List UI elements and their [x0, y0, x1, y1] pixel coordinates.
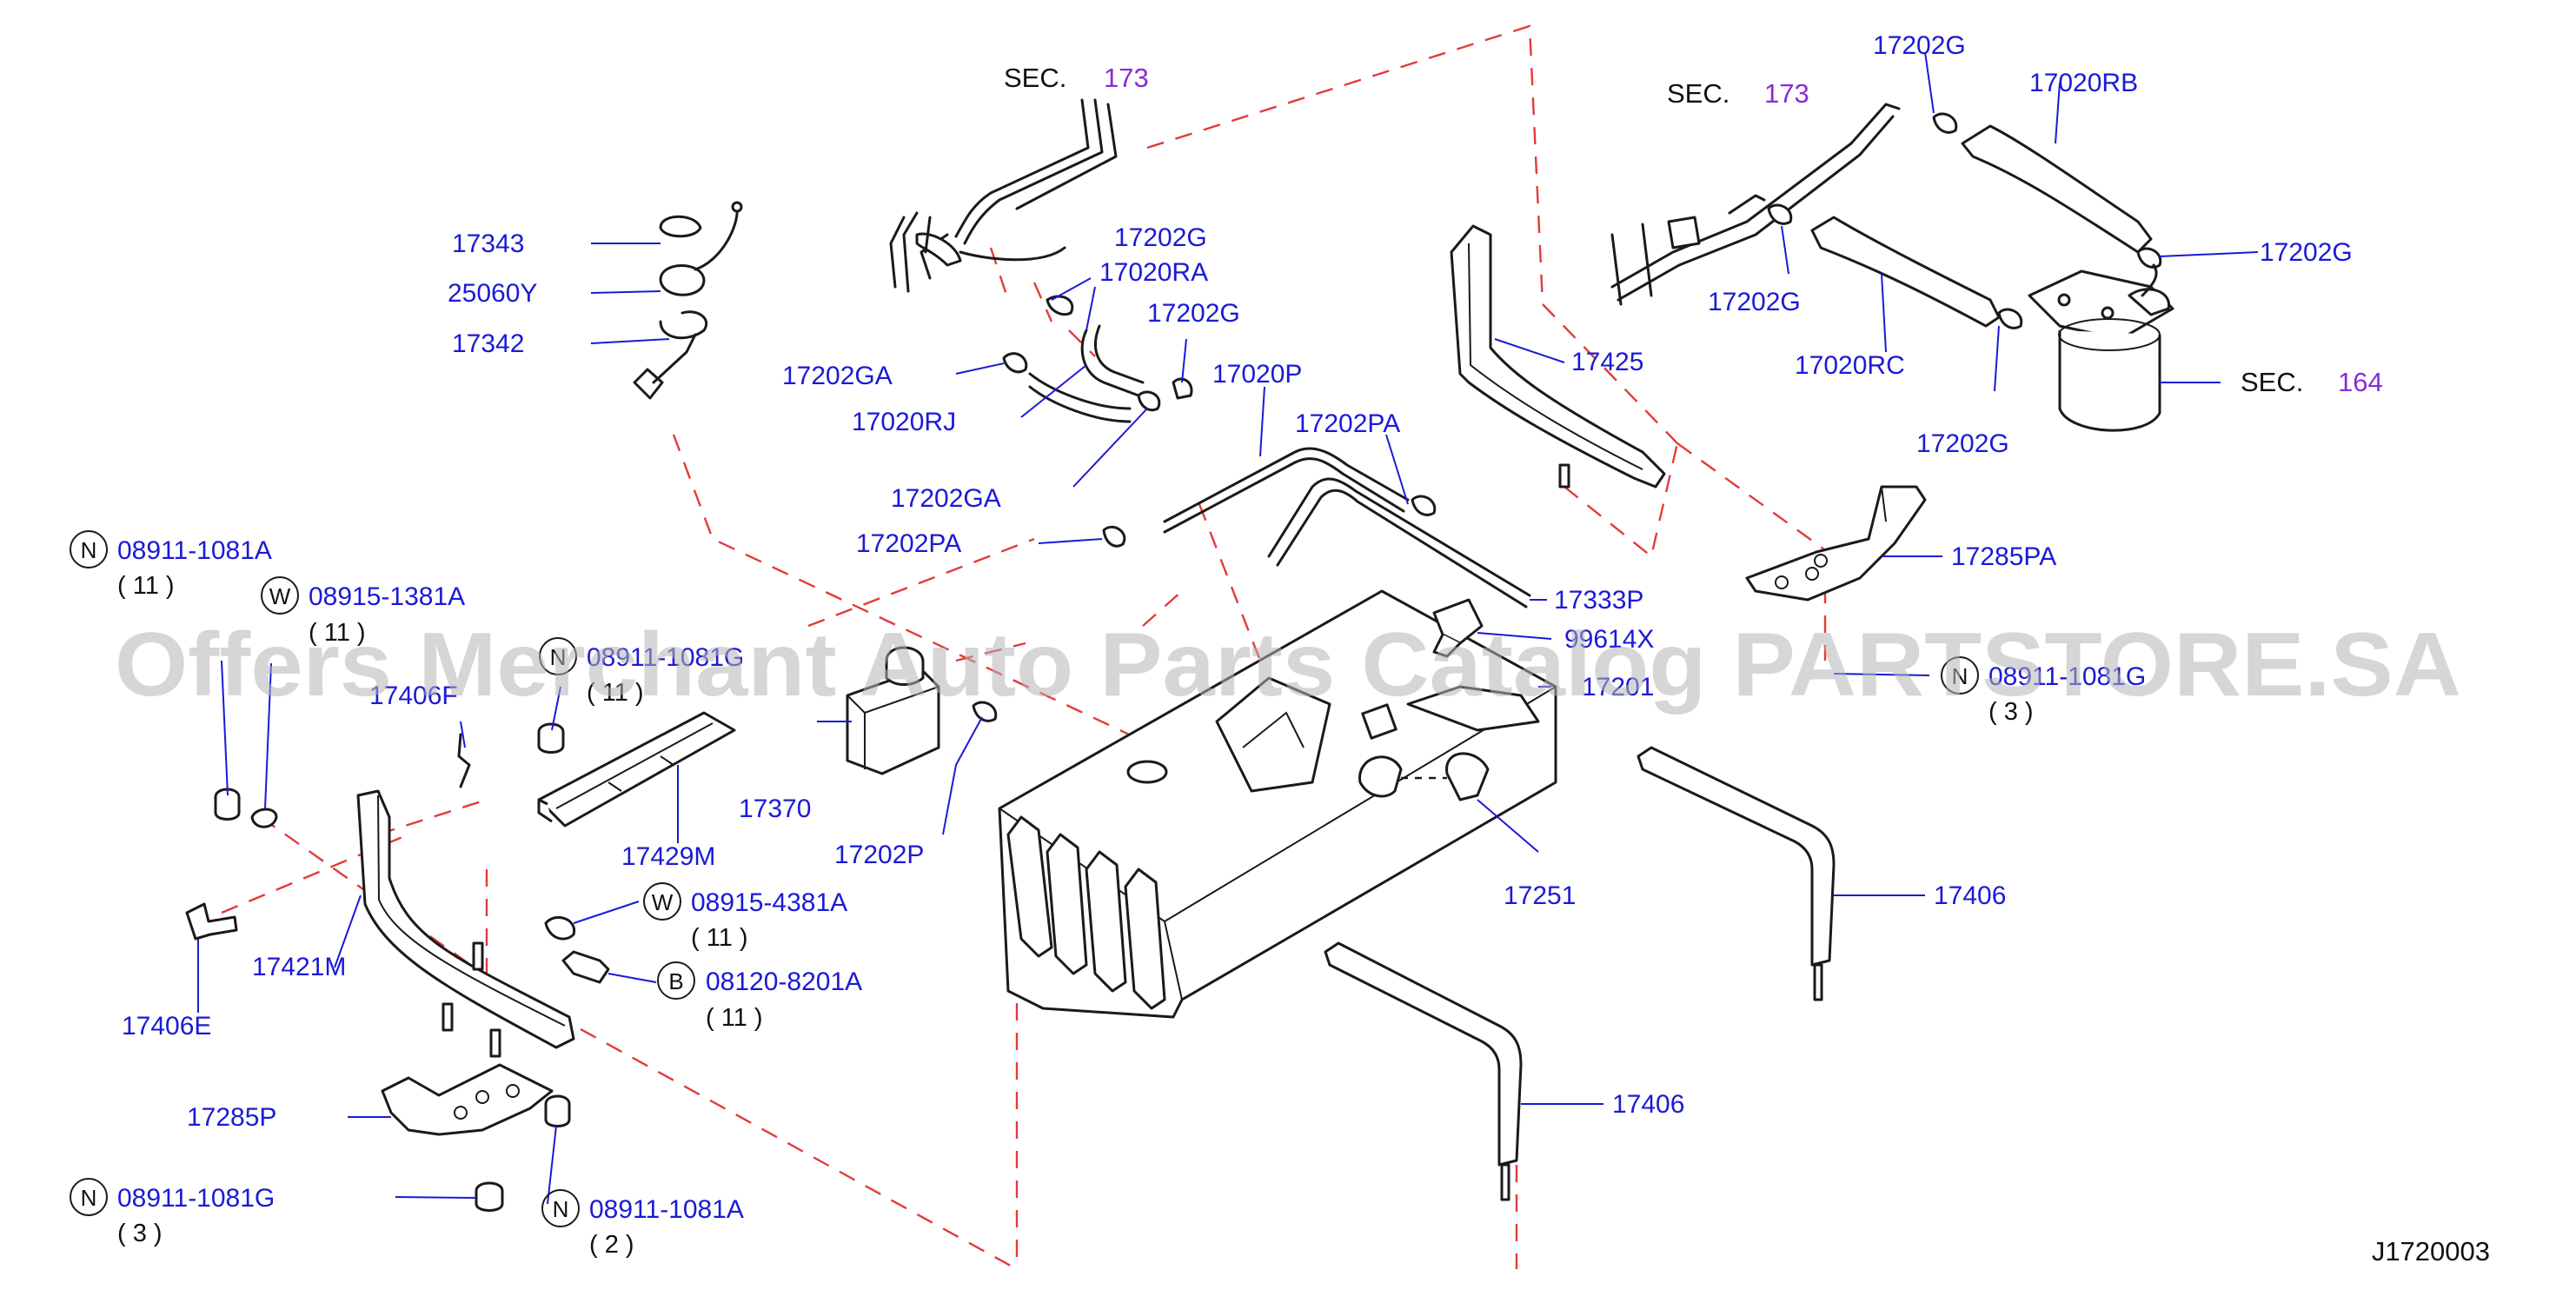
- section-prefix: SEC.: [1004, 63, 1066, 93]
- part-label[interactable]: 17406E: [122, 1012, 211, 1041]
- fastener-qty: ( 11 ): [587, 679, 644, 707]
- fastener-symbol-circle: [70, 530, 108, 569]
- fastener-symbol-circle: [643, 882, 681, 921]
- fastener-part-label[interactable]: 08915-1381A: [309, 582, 465, 611]
- canister-17370: [846, 646, 998, 775]
- fastener-qty: ( 11 ): [691, 924, 748, 952]
- fuel-hose-17020P: [1102, 447, 1531, 608]
- watermark: Offers Merchant Auto Parts Catalog PARTS…: [115, 615, 2461, 715]
- part-label[interactable]: 99614X: [1564, 625, 1654, 654]
- fastener-part-label[interactable]: 08120-8201A: [706, 968, 862, 996]
- fastener-symbol-circle: [70, 1178, 108, 1216]
- protector-17429M: [537, 711, 736, 828]
- part-label[interactable]: 17406F: [369, 682, 458, 710]
- fastener-symbol-circle: [541, 1189, 580, 1227]
- bracket-17285PA: [1745, 485, 1927, 602]
- fastener-symbol: W: [652, 889, 674, 915]
- part-label[interactable]: 17202G: [1147, 299, 1240, 328]
- fastener-part-label[interactable]: 08911-1081G: [587, 643, 744, 672]
- filler-cap-group: [633, 201, 743, 400]
- fastener-symbol-circle: [1941, 656, 1979, 695]
- clip-99614X: [1432, 598, 1484, 658]
- part-label[interactable]: 17202GA: [891, 484, 1001, 513]
- fastener-part-label[interactable]: 08915-4381A: [691, 888, 847, 917]
- section-prefix: SEC.: [1667, 78, 1730, 109]
- fuel-pump-sender: [1358, 752, 1490, 801]
- part-label[interactable]: 17285P: [187, 1103, 276, 1132]
- tank-strap-right: [1637, 746, 1836, 1001]
- fastener-qty: ( 2 ): [589, 1231, 634, 1259]
- fastener-qty: ( 11 ): [309, 619, 366, 647]
- part-label[interactable]: 17406: [1612, 1090, 1684, 1119]
- fuel-tank: [998, 589, 1557, 1019]
- section-link[interactable]: 173: [1764, 78, 1809, 109]
- fastener-part-label[interactable]: 08911-1081G: [117, 1184, 275, 1213]
- fastener-symbol: N: [1952, 663, 1969, 689]
- fastener-callouts: N 08911-1081A ( 11 ) W 08915-1381A ( 11 …: [70, 530, 2146, 1259]
- fastener-symbol-circle: [261, 576, 299, 615]
- fastener-symbol: N: [553, 1196, 569, 1222]
- part-label[interactable]: 17285PA: [1951, 542, 2056, 571]
- section-references: SEC. 173 SEC. 173 SEC. 164: [1004, 63, 2383, 397]
- part-label[interactable]: 17202G: [1114, 223, 1207, 252]
- fastener-qty: ( 3 ): [117, 1220, 163, 1247]
- section-link[interactable]: 164: [2338, 367, 2383, 397]
- part-label[interactable]: 17406: [1934, 881, 2006, 910]
- fastener-symbol-circle: [657, 961, 695, 1000]
- part-label[interactable]: 17251: [1504, 881, 1576, 910]
- part-label[interactable]: 17342: [452, 329, 524, 358]
- part-label[interactable]: 17202G: [1708, 288, 1801, 316]
- part-label[interactable]: 17020P: [1212, 360, 1302, 389]
- fastener-symbol: N: [81, 537, 97, 563]
- part-label[interactable]: 17020RB: [2029, 69, 2138, 97]
- part-label[interactable]: 17202G: [2260, 238, 2353, 267]
- part-label[interactable]: 17020RC: [1795, 351, 1905, 380]
- fastener-symbol-circle: [539, 637, 577, 675]
- part-label[interactable]: 17343: [452, 229, 524, 258]
- part-label[interactable]: 17425: [1571, 348, 1643, 376]
- part-label[interactable]: 25060Y: [448, 279, 537, 308]
- section-link[interactable]: 173: [1104, 63, 1149, 93]
- part-label[interactable]: 17429M: [621, 842, 715, 871]
- fastener-qty: ( 11 ): [706, 1004, 763, 1032]
- fastener-qty: ( 3 ): [1988, 698, 2034, 726]
- part-label[interactable]: 17020RA: [1099, 258, 1208, 287]
- part-label[interactable]: 17202G: [1873, 31, 1966, 60]
- part-label[interactable]: 17202P: [834, 841, 924, 869]
- fastener-qty: ( 11 ): [117, 572, 175, 600]
- part-label[interactable]: 17020RJ: [852, 408, 956, 436]
- fastener-part-label[interactable]: 08911-1081G: [1988, 662, 2146, 691]
- fastener-part-label[interactable]: 08911-1081A: [589, 1195, 744, 1224]
- part-label[interactable]: 17333P: [1554, 586, 1643, 615]
- part-label[interactable]: 17370: [739, 795, 811, 823]
- part-label[interactable]: 17202GA: [782, 362, 893, 390]
- leader-lines: [197, 51, 2259, 1205]
- fastener-symbol: N: [81, 1185, 97, 1211]
- fastener-symbol: N: [550, 644, 567, 670]
- part-label[interactable]: 17202PA: [856, 529, 961, 558]
- tank-strap-left: [1324, 941, 1523, 1201]
- bracket-17425: [1450, 224, 1666, 489]
- fastener-symbol: B: [668, 968, 683, 994]
- diagram-code: J1720003: [2372, 1236, 2490, 1267]
- fuel-filter-group: [1610, 103, 2174, 432]
- left-bracket-group: [185, 722, 610, 1212]
- part-label[interactable]: 17202PA: [1295, 409, 1400, 438]
- fastener-symbol: W: [269, 583, 291, 609]
- part-label[interactable]: 17421M: [252, 953, 346, 981]
- bracket-17285P: [381, 1063, 554, 1136]
- part-label[interactable]: 17202G: [1916, 429, 2009, 458]
- vapor-hose-group: [889, 98, 1193, 423]
- section-prefix: SEC.: [2241, 367, 2303, 397]
- part-label[interactable]: 17201: [1582, 673, 1654, 702]
- fastener-part-label[interactable]: 08911-1081A: [117, 536, 272, 565]
- part-labels: 17343 25060Y 17342 17202G 17020RA 17202G…: [122, 31, 2353, 1132]
